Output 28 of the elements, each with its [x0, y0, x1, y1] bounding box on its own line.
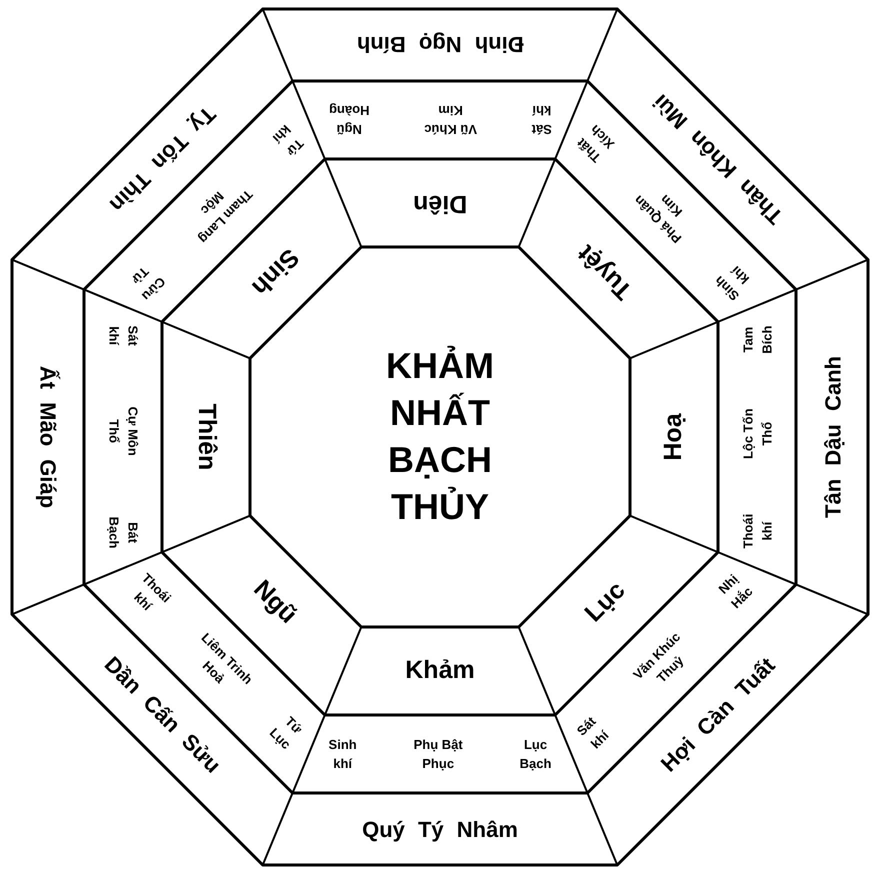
star-label: Sát khí	[531, 102, 552, 140]
star-label: Sát khí	[572, 712, 612, 754]
star-label: Bát Bạch	[105, 516, 142, 548]
palace-label: Thiên	[192, 404, 222, 470]
star-label: Lục Bạch	[520, 736, 552, 773]
star-label: Cửu Tử	[127, 263, 170, 306]
star-label: Tam Bích	[738, 326, 775, 354]
palace-label: Hoạ	[658, 413, 688, 461]
mountain-label: Ất Mão Giáp	[34, 366, 62, 508]
star-label: Thoái khí	[738, 514, 775, 548]
palace-label: Sinh	[245, 242, 306, 304]
star-label: Tứ khí	[268, 121, 308, 162]
palace-label: Diên	[412, 188, 468, 220]
star-label: Tứ Lục	[265, 712, 306, 754]
star-label: Cự Môn Thổ	[105, 406, 142, 458]
star-label: Lộc Tốn Thổ	[738, 408, 775, 462]
mountain-label: Tân Dậu Canh	[818, 356, 846, 518]
star-label: Phụ Bật Phục	[412, 736, 464, 773]
star-label: Sát khí	[105, 326, 142, 346]
center-label: KHẢM NHẤT BẠCH THỦY	[385, 344, 495, 529]
palace-label: Khảm	[405, 655, 475, 686]
star-label: Sinh khí	[328, 736, 357, 773]
mountain-label: Quý Tý Nhâm	[362, 816, 518, 844]
star-label: Ngũ Hoàng	[328, 102, 369, 140]
star-label: Nhị Hắc	[714, 570, 756, 613]
mountain-label: Đinh Ngọ Bính	[356, 31, 524, 60]
palace-label: Lục	[578, 575, 632, 630]
star-label: Vũ Khúc Kim	[422, 102, 478, 140]
